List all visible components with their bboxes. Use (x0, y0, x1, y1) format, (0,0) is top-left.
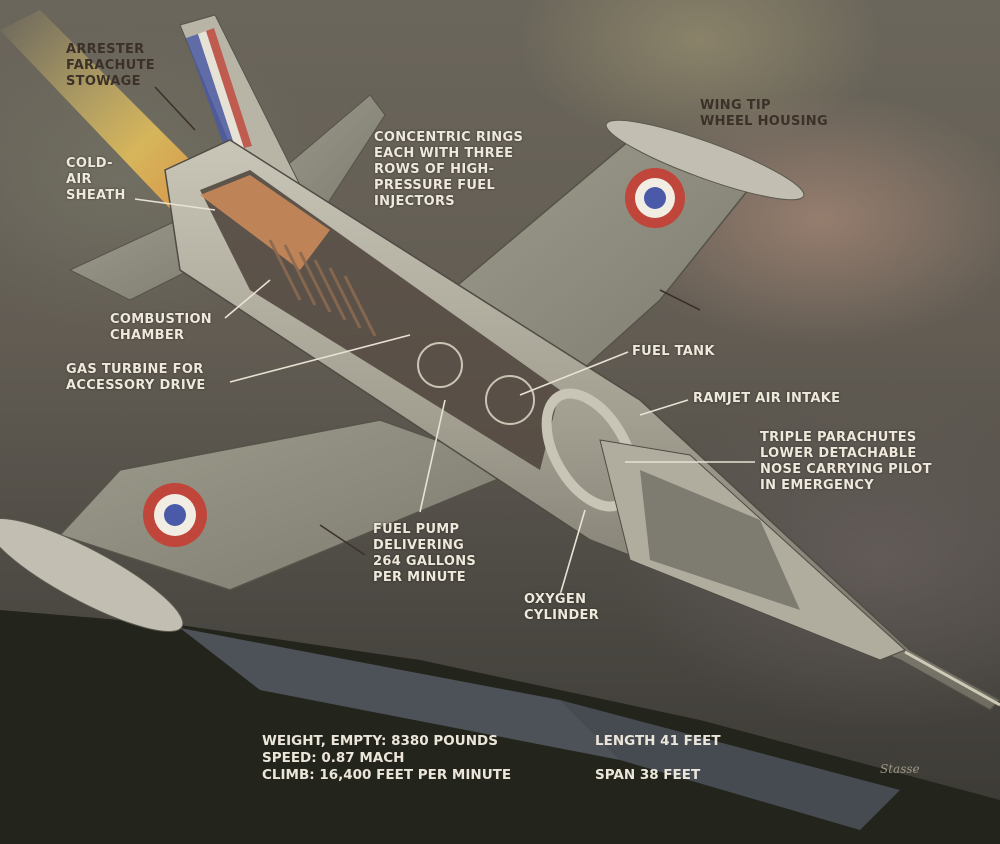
label-arrester-parachute-stowage: ARRESTER FARACHUTE STOWAGE (66, 42, 155, 89)
label-fuel-pump: FUEL PUMP DELIVERING 264 GALLONS PER MIN… (373, 522, 477, 585)
label-ramjet-air-intake: RAMJET AIR INTAKE (693, 391, 841, 406)
label-fuel-tank: FUEL TANK (632, 344, 715, 359)
label-gas-turbine: GAS TURBINE FOR ACCESSORY DRIVE (66, 362, 206, 393)
label-oxygen-cylinder: OXYGEN CYLINDER (524, 592, 600, 623)
spec-weight: WEIGHT, EMPTY: 8380 POUNDS (262, 733, 498, 749)
ground (0, 610, 1000, 844)
cockade-right (625, 168, 685, 228)
pitot-probe (904, 650, 1000, 707)
cockade-left (143, 483, 207, 547)
leader-lines (134, 86, 755, 596)
label-triple-parachutes: TRIPLE PARACHUTES LOWER DETACHABLE NOSE … (760, 430, 932, 493)
spec-length: LENGTH 41 FEET (595, 733, 721, 749)
label-cold-air-sheath: COLD- AIR SHEATH (66, 156, 126, 203)
label-combustion-chamber: COMBUSTION CHAMBER (110, 312, 212, 343)
spec-speed: SPEED: 0.87 MACH (262, 750, 405, 766)
wing-tip-wheel-housing-right (605, 119, 805, 201)
label-concentric-rings: CONCENTRIC RINGS EACH WITH THREE ROWS OF… (374, 130, 524, 209)
spec-span: SPAN 38 FEET (595, 767, 701, 783)
spec-climb: CLIMB: 16,400 FEET PER MINUTE (262, 767, 512, 783)
wing-tip-wheel-housing-left (0, 517, 184, 633)
artist-signature: Stasse (880, 762, 920, 776)
label-wing-tip-wheel-housing: WING TIP WHEEL HOUSING (700, 98, 828, 129)
